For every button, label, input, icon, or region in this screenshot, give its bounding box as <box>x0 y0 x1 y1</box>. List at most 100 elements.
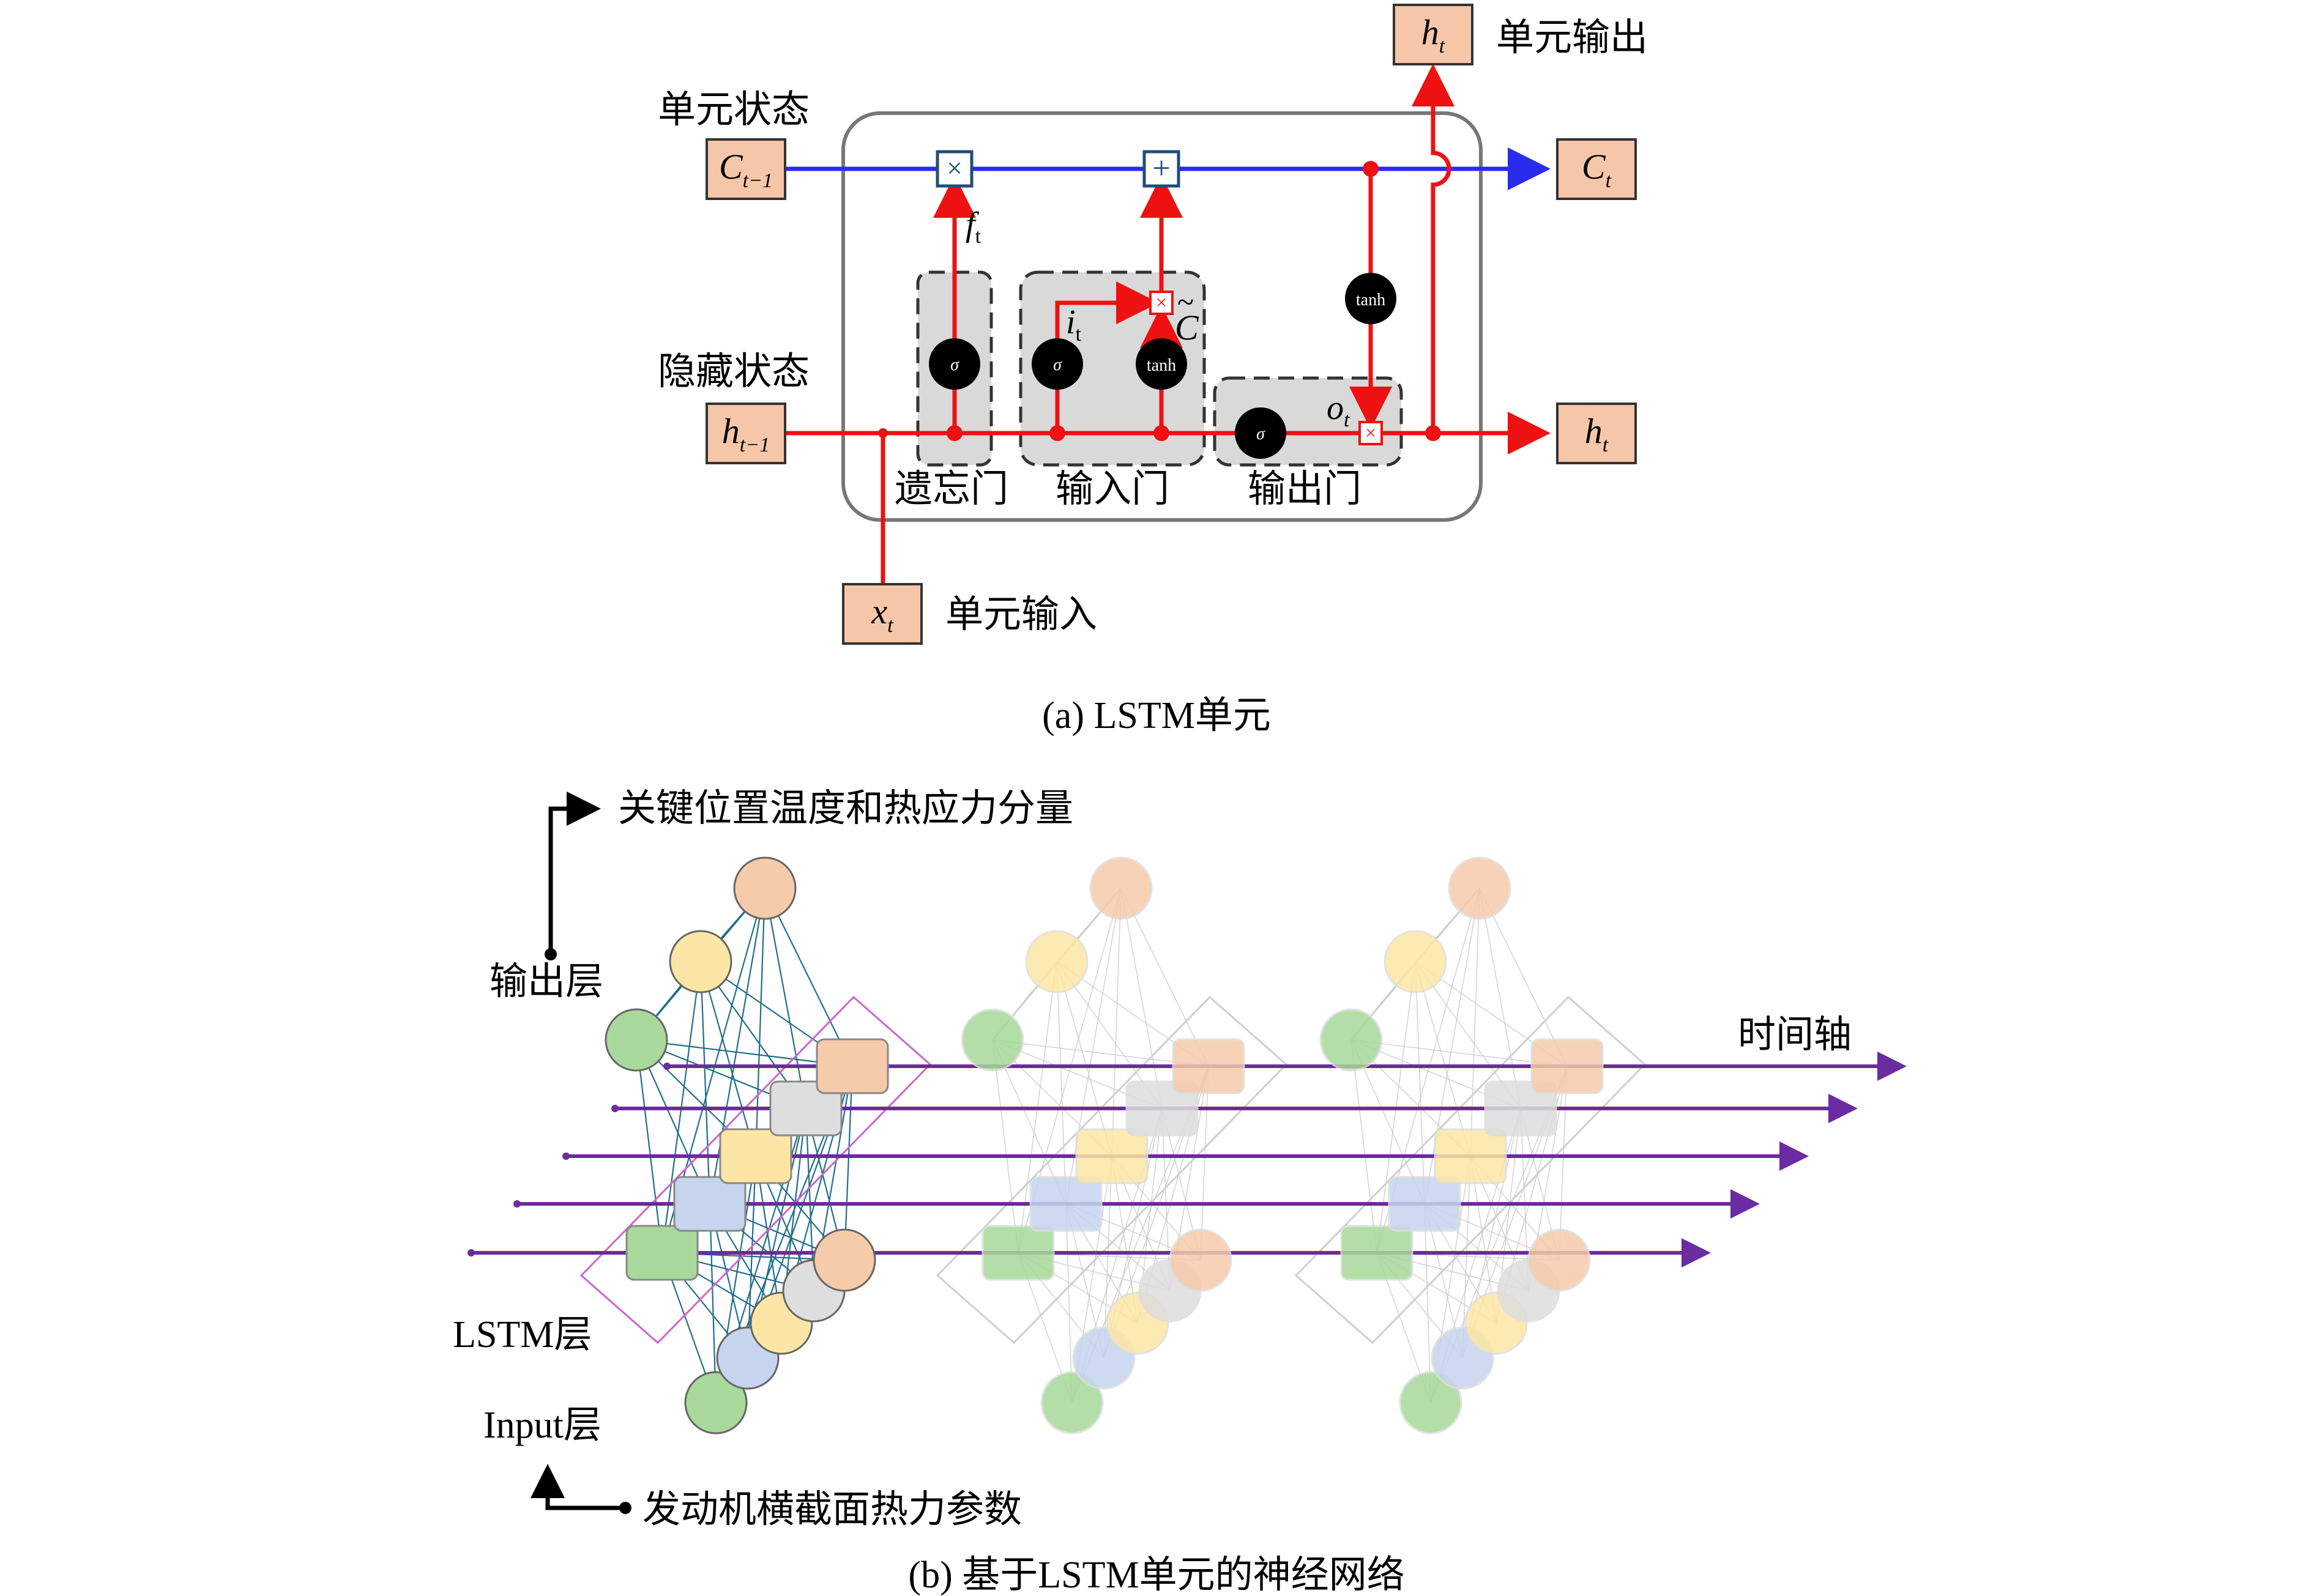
output-node <box>669 930 732 993</box>
input-layer-label: Input层 <box>483 1405 602 1446</box>
cell-junction <box>1363 161 1379 177</box>
lstm-unit <box>1530 1038 1604 1094</box>
connection-line <box>1470 888 1480 1157</box>
lstm-unit <box>719 1128 792 1184</box>
input-junction-2 <box>1153 425 1169 441</box>
lstm-unit <box>1434 1128 1507 1184</box>
connection-line <box>764 888 807 1109</box>
forget-junction <box>947 425 963 441</box>
connection-line <box>709 1203 717 1403</box>
network-nodes <box>605 856 1604 1435</box>
lstm-layer-label: LSTM层 <box>453 1314 592 1356</box>
connection-line <box>1424 888 1480 1204</box>
connection-line <box>1120 888 1209 1067</box>
svg-text:σ: σ <box>1053 355 1062 374</box>
svg-text:×: × <box>947 152 963 184</box>
output-node <box>961 1008 1024 1072</box>
svg-text:tanh: tanh <box>1147 356 1176 375</box>
svg-text:ht−1: ht−1 <box>722 411 770 456</box>
cell-input-label: 单元输入 <box>945 594 1097 636</box>
input-node <box>1169 1228 1232 1292</box>
svg-text:xt: xt <box>871 592 894 637</box>
cell-output-label: 单元输出 <box>1496 17 1648 59</box>
o-t-label: ot <box>1327 389 1350 431</box>
h-t-top-box: ht <box>1393 4 1473 65</box>
forget-gate-label: 遗忘门 <box>895 469 1008 510</box>
output-up-path <box>1412 64 1454 433</box>
h-prev-box: ht−1 <box>706 403 786 464</box>
f-t-label: ft <box>966 206 981 248</box>
connection-line <box>709 888 766 1204</box>
connection-line <box>1120 888 1163 1109</box>
tilde-mark: ~ <box>1177 284 1194 319</box>
connection-line <box>1103 1156 1112 1359</box>
cell-frame <box>841 111 1483 522</box>
svg-text:+: + <box>1152 151 1170 186</box>
cell-state-label: 单元状态 <box>658 89 810 131</box>
input-node <box>684 1371 748 1435</box>
multiply-op-forget: × <box>936 150 974 188</box>
output-node <box>733 856 797 920</box>
c-tilde-label: C <box>1175 308 1199 347</box>
connection-line <box>1462 1156 1471 1359</box>
connection-line <box>1111 888 1122 1157</box>
input-junction-1 <box>1049 425 1065 441</box>
input-desc-label: 发动机横截面热力参数 <box>642 1489 1022 1531</box>
svg-text:×: × <box>1156 291 1167 313</box>
add-op: + <box>1142 150 1180 188</box>
connection-line <box>992 1039 1019 1253</box>
input-junction <box>878 428 888 438</box>
lstm-unit <box>625 1225 699 1281</box>
output-gate-label: 输出门 <box>1248 469 1361 510</box>
lstm-network-diagram: 关键位置温度和热应力分量 输出层 LSTM层 Input层 发动机横截面热力参数… <box>453 788 1907 1596</box>
connection-line <box>1479 888 1568 1067</box>
connection-line <box>1350 1039 1377 1253</box>
svg-text:Ct−1: Ct−1 <box>719 147 773 192</box>
input-node <box>1527 1228 1591 1292</box>
lstm-unit <box>1484 1080 1557 1137</box>
input-arrow-dot <box>619 1502 631 1514</box>
output-node <box>1448 856 1511 920</box>
lstm-unit <box>1172 1038 1245 1094</box>
svg-text:×: × <box>1365 421 1376 444</box>
output-junction <box>1425 425 1441 441</box>
output-arrow-dot <box>545 948 557 960</box>
i-t-label: it <box>1066 303 1082 346</box>
input-sigma-node: σ <box>1032 338 1083 390</box>
input-gate-label: 输入门 <box>1056 469 1169 510</box>
connection-line <box>1559 1066 1568 1261</box>
input-node <box>813 1228 876 1292</box>
h-t-box: ht <box>1556 403 1637 464</box>
connection-line <box>754 888 766 1157</box>
output-layer-label: 输出层 <box>490 961 603 1003</box>
forget-sigma-node: σ <box>929 338 980 390</box>
output-node <box>1384 930 1447 993</box>
lstm-unit <box>1125 1080 1199 1137</box>
connection-line <box>1056 961 1067 1204</box>
connection-line <box>635 1039 663 1253</box>
multiply-op-input: × <box>1149 291 1174 315</box>
connection-line <box>1056 961 1112 1157</box>
connection-line <box>843 1066 854 1261</box>
time-axis-label: 时间轴 <box>1738 1014 1852 1056</box>
hidden-state-label: 隐藏状态 <box>658 351 810 393</box>
lstm-cell-diagram: × + × × σ σ tanh σ <box>658 4 1648 737</box>
lstm-unit <box>1388 1176 1461 1232</box>
svg-text:σ: σ <box>950 355 959 374</box>
lstm-unit <box>981 1225 1055 1281</box>
lstm-unit <box>1340 1225 1414 1281</box>
caption-a: (a) LSTM单元 <box>1042 695 1271 737</box>
x-t-box: xt <box>842 583 923 645</box>
c-t-box: Ct <box>1556 138 1637 200</box>
input-node <box>1399 1371 1462 1435</box>
connection-line <box>699 961 711 1204</box>
connection-line <box>1200 1066 1209 1261</box>
output-node <box>1089 856 1153 920</box>
svg-text:ht: ht <box>1585 411 1609 456</box>
lstm-unit <box>816 1038 889 1094</box>
svg-text:ht: ht <box>1421 12 1446 58</box>
cell-tanh-node: tanh <box>1345 273 1396 324</box>
multiply-op-output: × <box>1358 421 1383 445</box>
connection-line <box>1479 888 1521 1109</box>
